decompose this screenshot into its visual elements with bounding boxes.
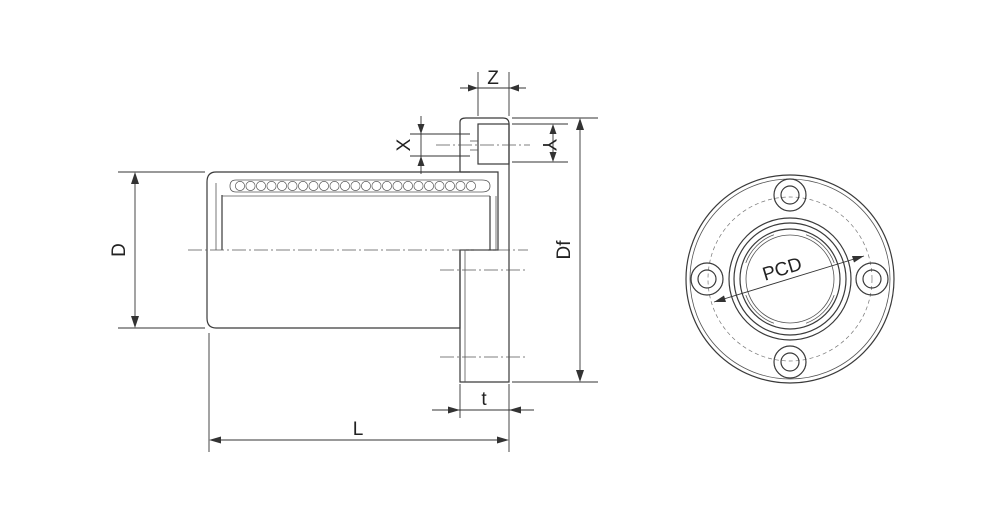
- dimension-label-z: Z: [487, 68, 499, 89]
- flange-outline: [459, 250, 510, 383]
- front-view: PCD: [685, 174, 895, 384]
- ball: [266, 181, 277, 191]
- bearing-body-outline: [206, 171, 499, 329]
- z-arrow-right: [509, 84, 519, 92]
- retainer-tracks: [745, 234, 835, 324]
- l-arrow-left: [209, 436, 221, 444]
- df-arrow-bottom: [576, 370, 584, 382]
- pcd-arrow-left: [714, 295, 726, 302]
- bore-inner-circle: [745, 234, 835, 324]
- z-arrow-left: [468, 84, 478, 92]
- pcd-dimension-line: [713, 255, 865, 303]
- ball: [434, 181, 445, 191]
- t-arrow-right: [509, 406, 521, 414]
- ball: [445, 181, 455, 191]
- ball: [403, 181, 413, 191]
- dimension-label-d: D: [109, 243, 130, 257]
- bore-circle: [739, 228, 841, 330]
- df-arrow-top: [576, 118, 584, 130]
- ball: [424, 181, 434, 191]
- retainer-track-arc: [745, 294, 775, 324]
- body-circle-inner: [733, 222, 847, 336]
- pcd-arrow-right: [852, 256, 864, 263]
- x-arrow-top: [417, 124, 425, 134]
- ball: [256, 181, 266, 191]
- ball: [382, 181, 392, 191]
- body-circle: [728, 217, 852, 341]
- y-arrow-top: [549, 124, 557, 134]
- mounting-hole-left: [690, 262, 724, 296]
- t-arrow-left: [448, 406, 460, 414]
- retainer-track-arc: [805, 294, 835, 324]
- l-arrow-right: [497, 436, 509, 444]
- ball: [371, 181, 382, 191]
- ball: [277, 181, 287, 191]
- ball: [298, 181, 308, 191]
- dimension-label-x: X: [394, 138, 415, 151]
- ball: [466, 181, 476, 191]
- ball: [235, 181, 245, 191]
- dimension-label-y: Y: [538, 139, 559, 152]
- ball: [350, 181, 361, 191]
- dimension-label-df: Df: [554, 240, 575, 260]
- flange-upper-outline: [459, 117, 510, 250]
- pcd-circle: [707, 196, 873, 362]
- ball: [361, 181, 371, 191]
- ball: [245, 181, 256, 191]
- side-view: D Df Z X Y t: [109, 68, 598, 452]
- retainer-track-arc: [805, 234, 835, 264]
- ball: [287, 181, 298, 191]
- ball: [455, 181, 466, 191]
- ball-row: [235, 181, 476, 191]
- d-arrow-bottom: [131, 316, 139, 328]
- ball: [413, 181, 424, 191]
- ball-retainer-outline: [229, 179, 491, 193]
- mounting-hole-right: [855, 262, 889, 296]
- mounting-hole-top: [773, 178, 807, 212]
- flange-outer-circle: [685, 174, 895, 384]
- mounting-hole-bottom: [773, 345, 807, 379]
- mounting-hole-section: [477, 123, 510, 165]
- dimension-label-t: t: [481, 389, 487, 410]
- retainer-track-arc: [745, 234, 775, 264]
- x-arrow-bottom: [417, 156, 425, 166]
- ball: [392, 181, 403, 191]
- ball: [340, 181, 350, 191]
- dimension-label-l: L: [353, 419, 364, 440]
- ball: [319, 181, 329, 191]
- d-arrow-top: [131, 172, 139, 184]
- ball: [308, 181, 319, 191]
- ball: [329, 181, 340, 191]
- y-arrow-bottom: [549, 152, 557, 162]
